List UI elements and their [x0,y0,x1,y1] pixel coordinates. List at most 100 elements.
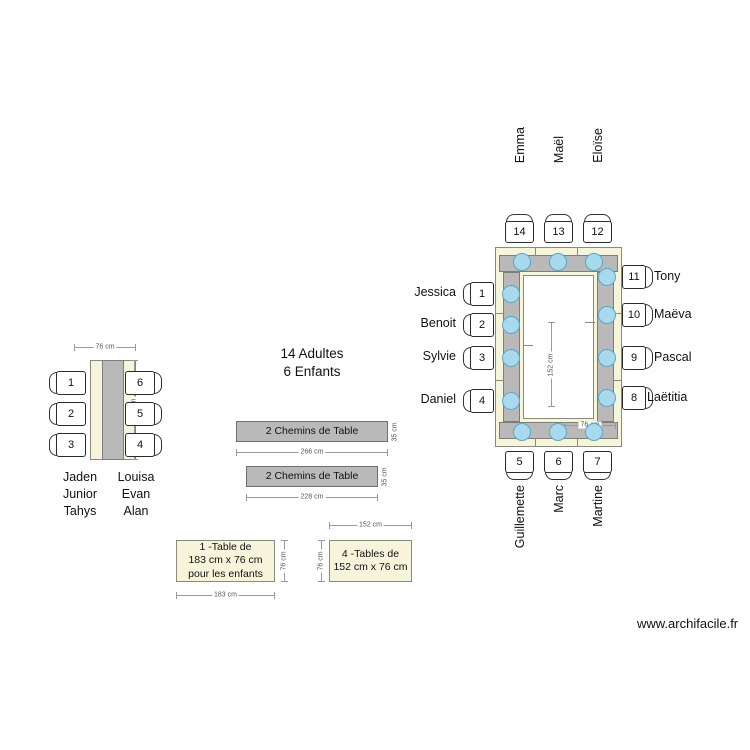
main-name-martine: Martine [591,485,605,527]
main-chair-2[interactable]: 2 [463,313,494,337]
main-name-daniel: Daniel [420,392,456,406]
dim-legend-kids-length-label: 183 cm [212,591,239,599]
main-chair-11[interactable]: 11 [622,265,653,289]
dim-legend-kids-width: 76 cm [278,540,290,582]
dim-runner-2-length: 228 cm [246,491,378,503]
main-chair-9-number: 9 [622,346,646,370]
main-runner-left [503,272,520,422]
chair-back-icon [506,472,533,480]
main-name-tony: Tony [654,269,681,283]
main-name-laetitia: Laëtitia [647,390,688,404]
dim-legend-adults-width: 76 cm [315,540,327,582]
kids-name-junior: Junior [62,487,98,501]
legend-runner-1[interactable]: 2 Chemins de Table [236,421,388,442]
chair-back-icon [154,434,162,456]
main-chair-8-number: 8 [622,386,646,410]
dim-main-inner-height: 152 cm [545,322,557,407]
adults-count: 14 Adultes [280,346,344,361]
legend-runner-1-label: 2 Chemins de Table [265,424,359,437]
main-chair-11-number: 11 [622,265,646,289]
plate-1 [502,285,520,303]
main-chair-12[interactable]: 12 [583,214,612,243]
plate-12 [585,253,603,271]
kids-chair-5[interactable]: 5 [125,402,162,426]
main-name-benoit: Benoit [420,316,456,330]
chair-back-icon [154,372,162,394]
kids-chair-5-number: 5 [125,402,155,426]
legend-table-adults-label: 4 -Tables de 152 cm x 76 cm [333,547,408,573]
main-chair-1[interactable]: 1 [463,282,494,306]
dim-runner-2-width: 35 cm [379,464,391,489]
main-chair-5-number: 5 [505,451,534,473]
kids-name-evan: Evan [121,487,151,501]
legend-table-kids-label: 1 -Table de 183 cm x 76 cm pour les enfa… [188,541,263,580]
main-chair-1-number: 1 [470,282,494,306]
main-chair-13[interactable]: 13 [544,214,573,243]
dim-main-inner-height-label: 152 cm [547,351,555,378]
dim-kids-width-label: 76 cm [93,343,117,351]
main-chair-7-number: 7 [583,451,612,473]
main-name-sylvie: Sylvie [422,349,456,363]
seam-line [495,380,504,381]
kids-chair-4[interactable]: 4 [125,433,162,457]
seam-line [535,247,536,256]
kids-chair-2[interactable]: 2 [49,402,86,426]
legend-runner-2-label: 2 Chemins de Table [265,469,359,482]
main-name-marc: Marc [552,485,566,513]
main-chair-7[interactable]: 7 [583,451,612,480]
chair-back-icon [645,266,653,288]
chair-back-icon [154,403,162,425]
plate-14 [513,253,531,271]
main-chair-6[interactable]: 6 [544,451,573,480]
main-chair-5[interactable]: 5 [505,451,534,480]
seam-line [523,345,533,346]
main-chair-10[interactable]: 10 [622,303,653,327]
plate-5 [513,423,531,441]
plate-9 [598,349,616,367]
main-name-jessica: Jessica [414,285,456,299]
watermark: www.archifacile.fr [637,616,739,631]
plate-7 [585,423,603,441]
plate-2 [502,316,520,334]
main-chair-12-number: 12 [583,221,612,243]
main-name-emma: Emma [513,126,527,163]
dim-legend-kids-width-label: 76 cm [280,549,288,573]
dim-runner-2-width-label: 35 cm [381,464,389,489]
main-name-maeva: Maëva [654,307,692,321]
legend-runner-2[interactable]: 2 Chemins de Table [246,466,378,487]
kids-chair-6[interactable]: 6 [125,371,162,395]
plate-3 [502,349,520,367]
main-name-eloise: Eloïse [591,128,605,163]
dim-legend-adults-width-label: 76 cm [317,549,325,573]
kids-chair-6-number: 6 [125,371,155,395]
main-chair-8[interactable]: 8 [622,386,653,410]
dim-legend-adults-length: 152 cm [329,519,412,531]
kids-chair-1[interactable]: 1 [49,371,86,395]
kids-name-tahys: Tahys [63,504,97,518]
main-chair-3[interactable]: 3 [463,346,494,370]
guest-counts: 14 Adultes 6 Enfants [237,345,387,381]
seam-line [577,438,578,447]
main-chair-14[interactable]: 14 [505,214,534,243]
main-chair-4-number: 4 [470,389,494,413]
kids-chair-3[interactable]: 3 [49,433,86,457]
legend-table-adults[interactable]: 4 -Tables de 152 cm x 76 cm [329,540,412,582]
seam-line [495,313,504,314]
kids-table-runner [102,360,124,460]
kids-chair-1-number: 1 [56,371,86,395]
main-chair-4[interactable]: 4 [463,389,494,413]
chair-back-icon [645,304,653,326]
dim-runner-1-width: 35 cm [389,419,401,444]
children-count: 6 Enfants [283,364,341,380]
main-chair-9[interactable]: 9 [622,346,653,370]
seam-line [613,313,622,314]
legend-table-kids[interactable]: 1 -Table de 183 cm x 76 cm pour les enfa… [176,540,275,582]
plate-8 [598,389,616,407]
kids-chair-3-number: 3 [56,433,86,457]
main-chair-13-number: 13 [544,221,573,243]
dim-runner-2-length-label: 228 cm [298,493,326,501]
main-name-pascal: Pascal [654,350,692,364]
chair-back-icon [584,472,611,480]
dim-legend-adults-length-label: 152 cm [357,521,384,529]
